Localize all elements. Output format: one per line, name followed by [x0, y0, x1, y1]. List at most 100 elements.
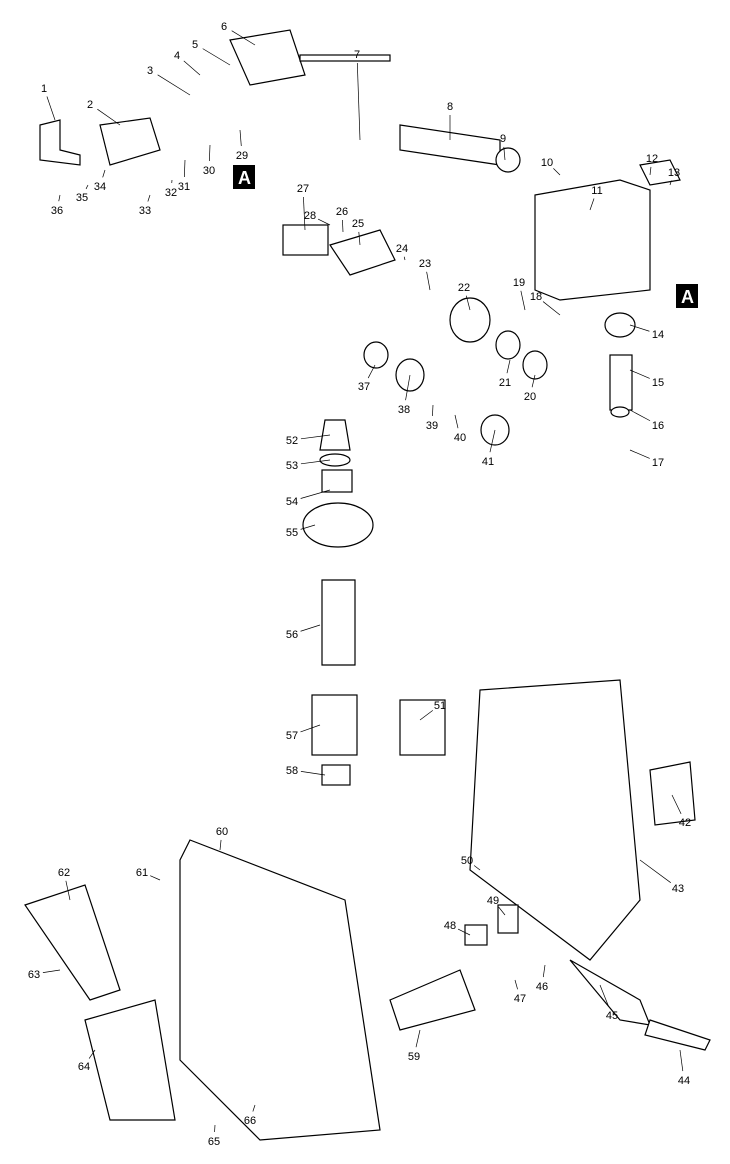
- part-bracket-1: [39, 119, 81, 166]
- leader-line-52: [300, 434, 331, 440]
- part-label-31: 31: [178, 181, 190, 193]
- part-label-42: [649, 761, 696, 826]
- part-label-38: 38: [398, 404, 410, 416]
- leader-line-10: [553, 168, 561, 176]
- part-hook-64: [84, 999, 176, 1121]
- part-label-30: 30: [203, 165, 215, 177]
- part-label-43: 43: [672, 883, 684, 895]
- leader-line-35: [85, 184, 89, 190]
- part-washer-16: [610, 406, 630, 418]
- leader-line-36: [58, 194, 61, 202]
- leader-line-30: [209, 144, 211, 162]
- part-label-29: 29: [236, 150, 248, 162]
- leader-line-1: [46, 96, 56, 121]
- leader-line-24: [403, 256, 406, 261]
- leader-line-57: [300, 724, 321, 733]
- part-label-42: 42: [679, 817, 691, 829]
- part-label-51: 51: [434, 700, 446, 712]
- part-label-4: 4: [174, 50, 180, 62]
- leader-line-34: [102, 169, 106, 178]
- part-label-1: 1: [41, 83, 47, 95]
- part-label-58: 58: [286, 765, 298, 777]
- leader-line-3: [157, 74, 191, 96]
- part-label-14: 14: [652, 329, 664, 341]
- part-label-11: 11: [591, 185, 602, 197]
- part-holder-6: [229, 29, 306, 86]
- leader-line-12: [649, 166, 652, 176]
- leader-line-13: [669, 180, 672, 186]
- leader-line-5: [202, 48, 231, 66]
- part-label-41: 41: [482, 456, 494, 468]
- part-label-56: 56: [286, 629, 298, 641]
- leader-line-17: [629, 449, 650, 459]
- part-label-15: 15: [652, 377, 664, 389]
- part-ring-53: [319, 453, 351, 467]
- part-label-36: 36: [51, 205, 63, 217]
- part-label-9: 9: [500, 133, 506, 145]
- part-label-49: 49: [487, 895, 499, 907]
- leader-line-37: [367, 364, 376, 379]
- leader-line-18: [542, 301, 561, 316]
- part-label-64: 64: [78, 1061, 90, 1073]
- leader-line-42: [671, 794, 682, 815]
- svg-text:A: A: [681, 287, 694, 307]
- leader-line-19: [520, 290, 526, 311]
- part-bearing-58: [321, 764, 351, 786]
- leader-line-58: [300, 771, 326, 776]
- part-label-54: 54: [286, 496, 298, 508]
- part-label-16: 16: [652, 420, 664, 432]
- part-label-59: 59: [408, 1051, 420, 1063]
- part-field-57: [311, 694, 358, 756]
- leader-line-60: [219, 839, 222, 851]
- part-gear-21: [495, 330, 521, 360]
- leader-line-7: [356, 62, 361, 141]
- part-label-7: 7: [354, 49, 360, 61]
- leader-line-9: [503, 146, 506, 161]
- part-label-10: 10: [541, 157, 553, 169]
- part-housing-60: [179, 839, 381, 1141]
- leader-line-44: [679, 1049, 684, 1072]
- part-label-2: 2: [87, 99, 93, 111]
- part-guide-block-2: [99, 117, 161, 166]
- part-label-57: 57: [286, 730, 298, 742]
- part-label-5: 5: [192, 39, 198, 51]
- part-label-34: 34: [94, 181, 106, 193]
- part-armature-56: [321, 579, 356, 666]
- part-label-60: 60: [216, 826, 228, 838]
- part-label-35: 35: [76, 192, 88, 204]
- part-label-6: 6: [221, 21, 227, 33]
- part-label-33: 33: [139, 205, 151, 217]
- part-terminal-48: [464, 924, 488, 946]
- leader-line-62: [65, 880, 71, 901]
- part-gear-22: [449, 297, 491, 343]
- leader-line-46: [542, 964, 546, 978]
- leader-line-26: [342, 219, 344, 233]
- leader-line-28: [317, 218, 331, 226]
- part-housing-43: [469, 679, 641, 961]
- part-label-22: 22: [458, 282, 470, 294]
- part-label-12: 12: [646, 153, 658, 165]
- part-label-3: 3: [147, 65, 153, 77]
- leader-line-16: [629, 409, 651, 422]
- part-labels: 1234567891011121314151617181920212223242…: [28, 21, 691, 1148]
- part-label-47: 47: [514, 993, 526, 1005]
- leader-line-22: [465, 295, 471, 311]
- part-label-13: 13: [668, 167, 680, 179]
- leader-line-53: [300, 459, 331, 465]
- part-bearing-20: [522, 350, 548, 380]
- leader-line-54: [300, 489, 331, 499]
- part-shapes: [24, 29, 711, 1141]
- part-label-53: 53: [286, 460, 298, 472]
- leader-line-48: [457, 928, 471, 936]
- part-lever-12: [639, 159, 681, 186]
- part-label-19: 19: [513, 277, 525, 289]
- part-label-48: 48: [444, 920, 456, 932]
- part-label-28: 28: [304, 210, 316, 222]
- part-bearing-37: [363, 341, 389, 369]
- leader-line-63: [42, 969, 61, 973]
- leader-line-23: [426, 271, 431, 291]
- part-label-32: 32: [165, 187, 177, 199]
- leader-line-27: [303, 196, 306, 231]
- section-marker-a-left: A: [233, 165, 255, 189]
